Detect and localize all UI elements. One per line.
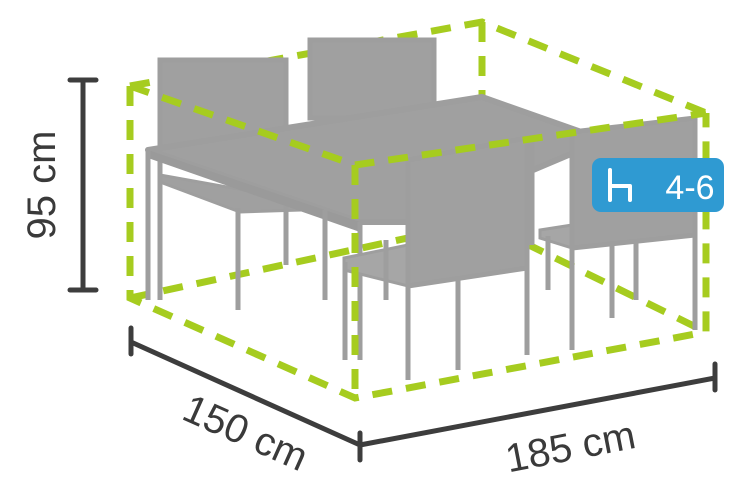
depth-line — [128, 339, 363, 448]
chair-front-backrest — [405, 135, 530, 289]
width-line — [357, 375, 718, 448]
capacity-badge: 4-6 — [592, 158, 724, 212]
cover-bottom-back-edge — [129, 218, 708, 336]
chair-back-center-legs — [307, 40, 437, 115]
chair-front — [342, 135, 530, 380]
width-label: 185 cm — [502, 413, 639, 481]
chair-right-legs — [545, 118, 698, 350]
chair-front-legs — [342, 138, 530, 380]
cover-front-edges — [126, 82, 710, 402]
cover-front-outline — [126, 86, 710, 402]
table-apron — [148, 150, 360, 232]
height-dimension — [67, 77, 99, 293]
chair-right-seat — [538, 223, 574, 251]
capacity-badge-text: 4-6 — [665, 169, 714, 207]
depth-label: 150 cm — [176, 386, 314, 480]
capacity-badge-background — [592, 158, 724, 212]
chair-right — [538, 115, 698, 350]
chair-icon — [608, 168, 632, 202]
height-label: 95 cm — [20, 131, 64, 240]
width-dimension — [357, 361, 718, 448]
